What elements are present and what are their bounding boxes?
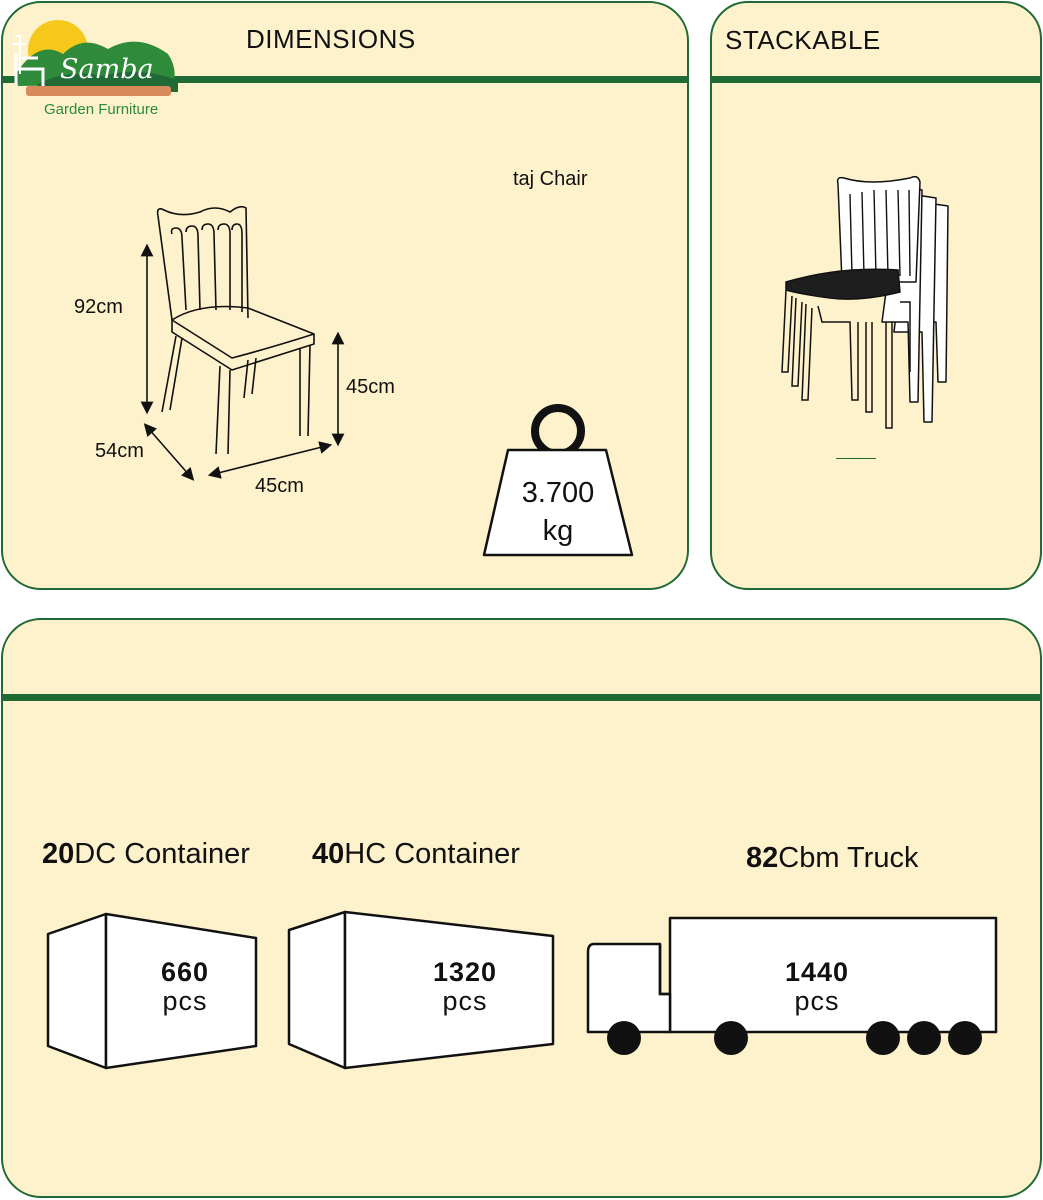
weight-text: 3.700 kg <box>480 474 636 550</box>
weight-icon <box>482 404 634 557</box>
stackable-header-band <box>710 76 1042 83</box>
seat-height-label: 45cm <box>346 376 395 398</box>
dimensions-title: DIMENSIONS <box>246 24 416 54</box>
container-40hc-icon <box>287 910 555 1070</box>
shipping-panel <box>1 618 1042 1198</box>
depth-label: 54cm <box>95 440 144 462</box>
truck-type: Cbm Truck <box>778 842 919 874</box>
container-40hc-quantity: 1320 pcs <box>408 958 522 1016</box>
brand-name: Samba <box>60 54 154 85</box>
container-40hc-type: HC Container <box>344 838 520 870</box>
product-name: taj Chair <box>513 168 588 190</box>
container-20dc-qty-value: 660 <box>160 957 210 987</box>
container-20dc-qty-unit: pcs <box>162 986 208 1016</box>
truck-qty-unit: pcs <box>794 986 840 1016</box>
stacked-chairs-drawing <box>781 175 949 429</box>
container-20dc-type: DC Container <box>74 838 250 870</box>
container-40hc-qty-unit: pcs <box>442 986 488 1016</box>
width-label: 45cm <box>255 475 304 497</box>
truck-title: 82Cbm Truck <box>746 842 918 875</box>
container-20dc-size: 20 <box>42 838 75 870</box>
container-40hc-size: 40 <box>312 838 345 870</box>
container-20dc-quantity: 660 pcs <box>130 958 240 1016</box>
weight-value: 3.700 <box>521 477 595 509</box>
shipping-header-band <box>1 694 1042 701</box>
container-20dc-title: 20DC Container <box>42 838 250 871</box>
height-label: 92cm <box>74 296 123 318</box>
samba-logo: Samba Garden Furniture <box>12 20 178 118</box>
brand-tagline: Garden Furniture <box>44 101 158 118</box>
stackable-title: STACKABLE <box>725 25 881 55</box>
truck-quantity: 1440 pcs <box>760 958 874 1016</box>
weight-unit: kg <box>542 515 574 547</box>
dimensions-header-band <box>1 76 689 83</box>
container-40hc-title: 40HC Container <box>312 838 520 871</box>
stackable-divider <box>836 458 876 459</box>
truck-icon <box>586 916 998 1055</box>
container-20dc-icon <box>46 912 258 1070</box>
truck-qty-value: 1440 <box>784 957 850 987</box>
container-40hc-qty-value: 1320 <box>432 957 498 987</box>
chair-dimension-drawing <box>140 205 345 481</box>
truck-volume: 82 <box>746 842 779 874</box>
